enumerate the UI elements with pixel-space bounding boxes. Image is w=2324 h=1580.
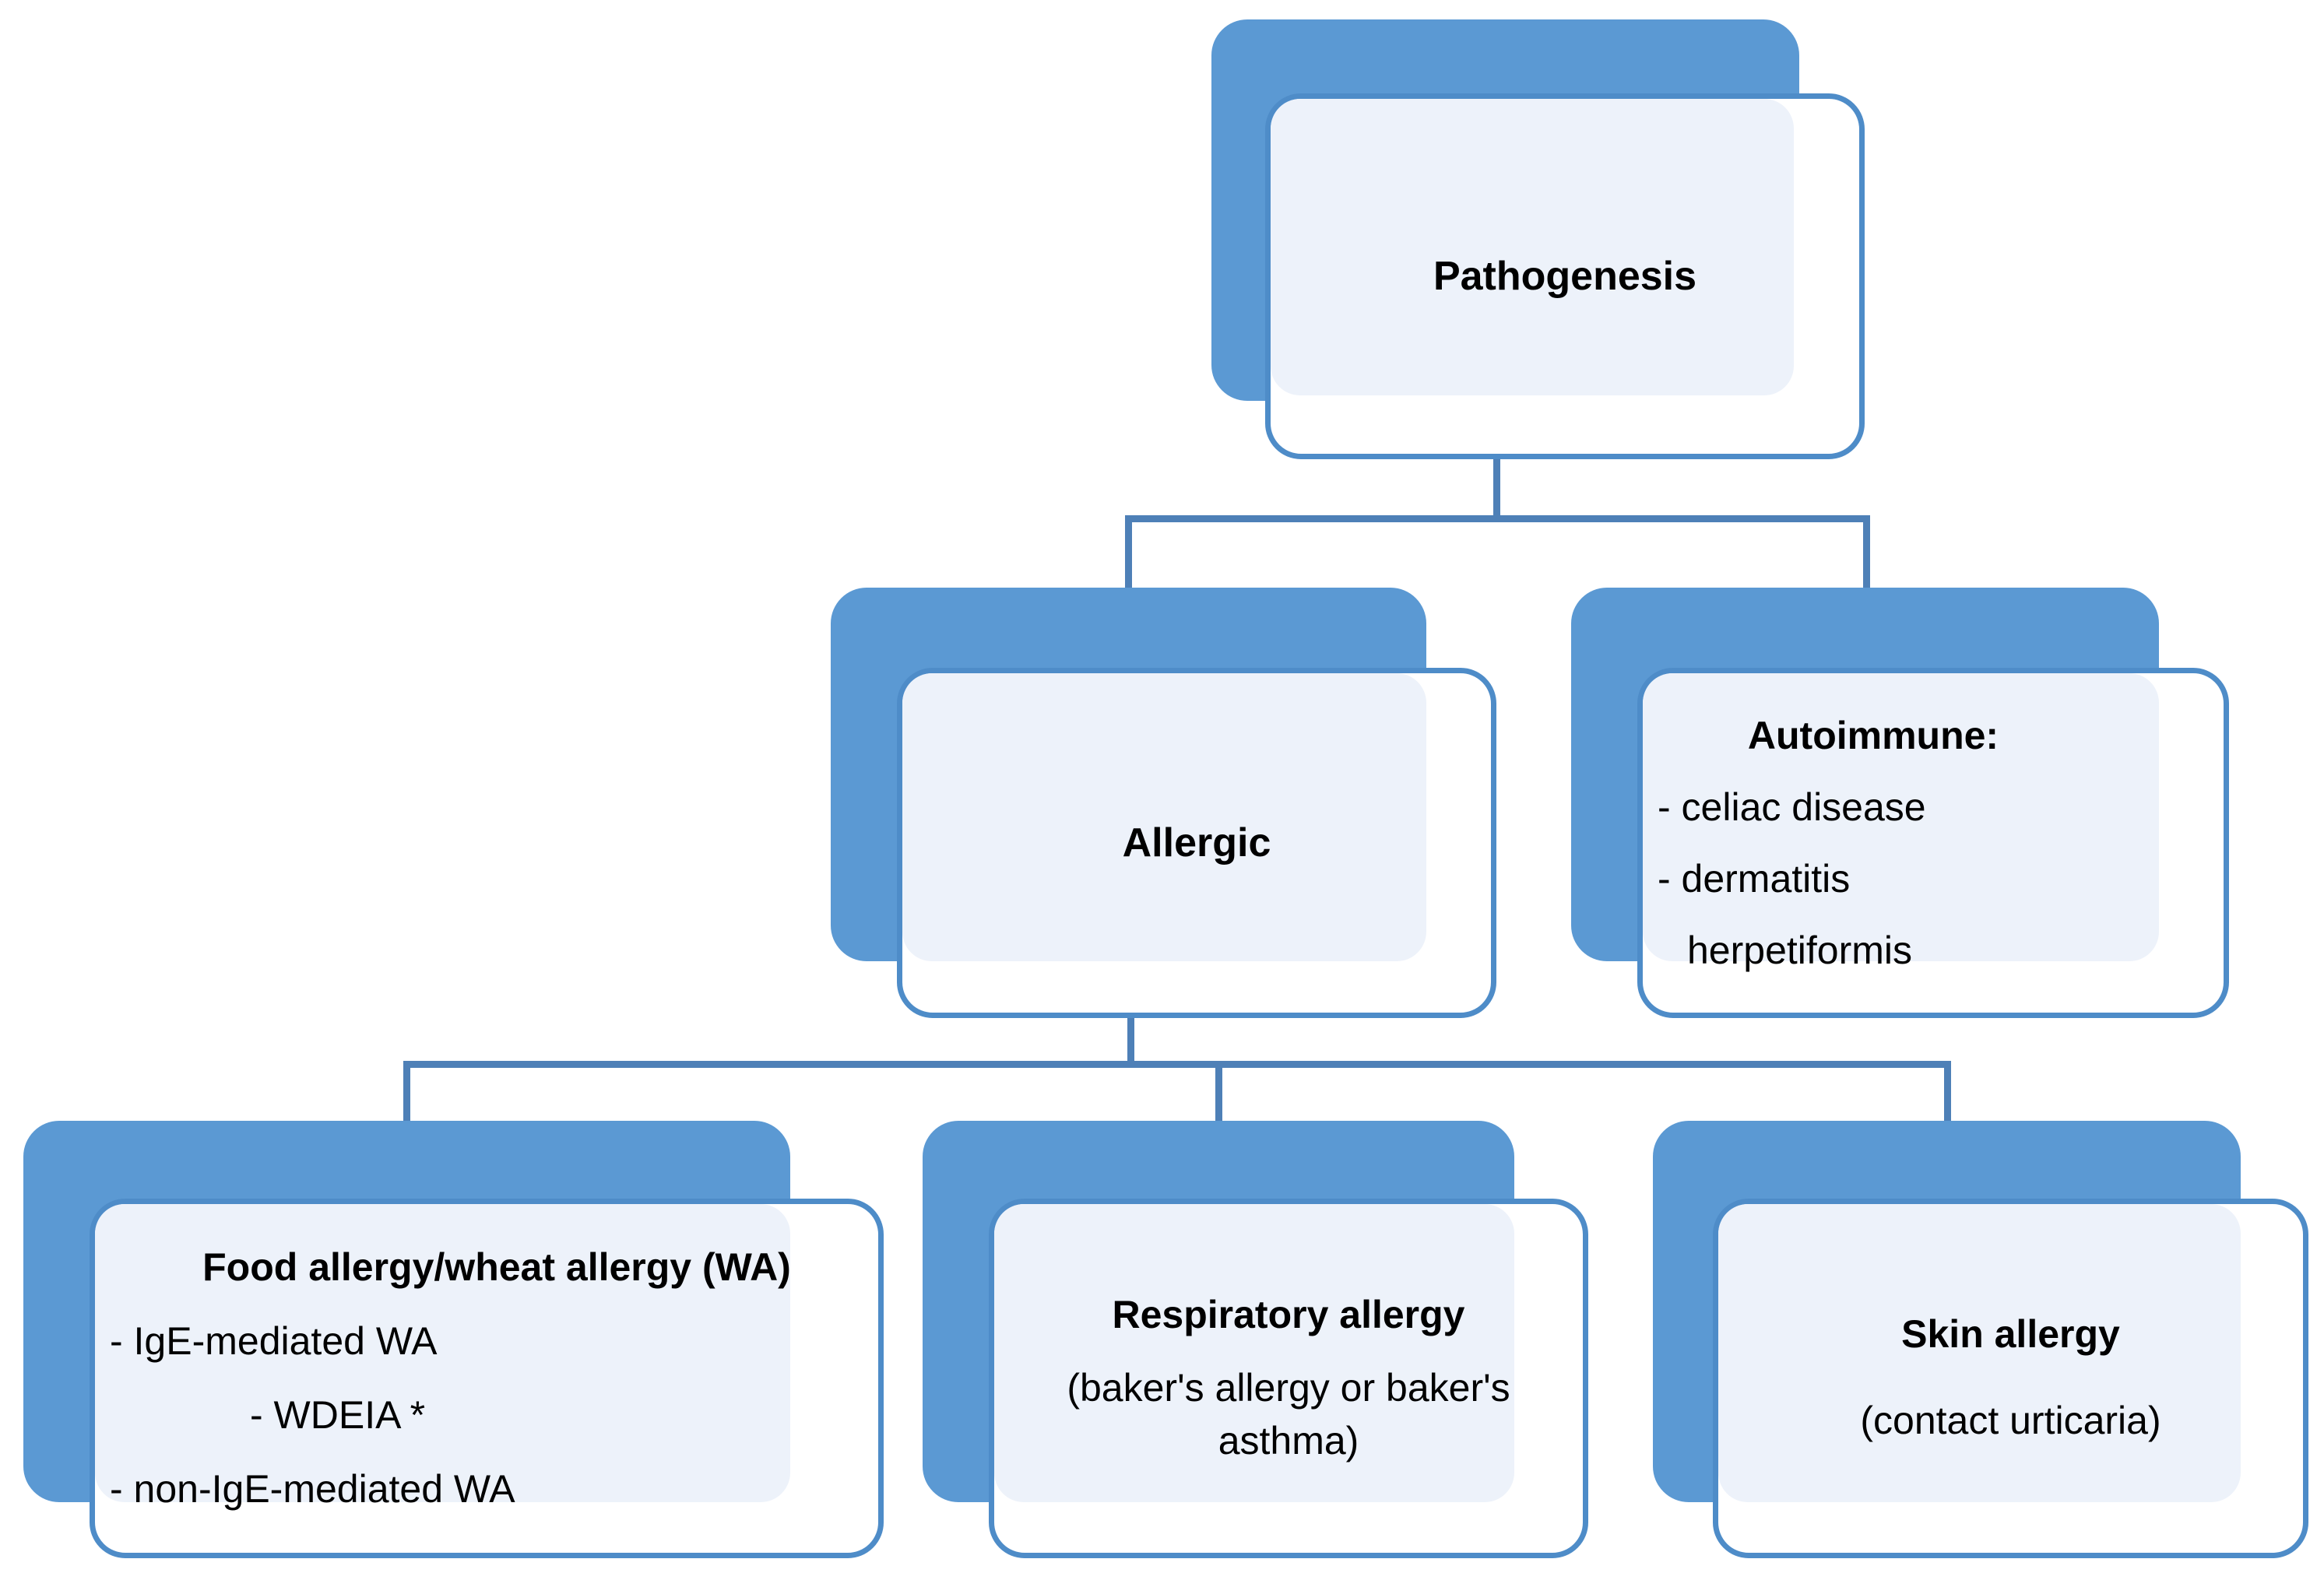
node-overlap-fill — [95, 1204, 790, 1502]
node-overlap-fill — [902, 673, 1426, 961]
node-food-allergy: Food allergy/wheat allergy (WA) - IgE-me… — [23, 1121, 884, 1559]
node-allergic: Allergic — [831, 588, 1497, 1019]
node-overlap-fill — [1643, 673, 2159, 961]
connector-to-allergic — [1125, 515, 1132, 593]
food-item-non-ige-mediated: - non-IgE-mediated WA — [110, 1467, 515, 1511]
allergic-title: Allergic — [1122, 820, 1271, 865]
node-overlap-fill — [1718, 1204, 2241, 1502]
node-label-autoimmune: Autoimmune: - celiac disease - dermatiti… — [1637, 668, 2229, 1018]
skin-note: (contact urticaria) — [1860, 1399, 2161, 1443]
food-allergy-heading: Food allergy/wheat allergy (WA) — [202, 1245, 791, 1289]
node-label-food-allergy: Food allergy/wheat allergy (WA) - IgE-me… — [90, 1199, 884, 1558]
connector-level2-horizontal — [1125, 515, 1870, 522]
node-skin-allergy: Skin allergy (contact urticaria) — [1653, 1121, 2309, 1559]
connector-to-food-allergy — [403, 1061, 410, 1129]
food-item-wdeia: - WDEIA * — [250, 1393, 426, 1437]
autoimmune-item-celiac: - celiac disease — [1658, 785, 1926, 829]
pathogenesis-title: Pathogenesis — [1433, 253, 1697, 299]
connector-level3-horizontal — [403, 1061, 1951, 1068]
autoimmune-heading: Autoimmune: — [1747, 714, 1999, 757]
autoimmune-item-dermatitis: - dermatitis — [1658, 857, 1851, 901]
node-pathogenesis: Pathogenesis — [1211, 19, 1865, 460]
skin-heading: Skin allergy — [1901, 1312, 2120, 1357]
connector-to-autoimmune — [1863, 515, 1870, 593]
node-label-skin: Skin allergy (contact urticaria) — [1713, 1199, 2308, 1558]
connector-to-skin-allergy — [1944, 1061, 1951, 1129]
node-autoimmune: Autoimmune: - celiac disease - dermatiti… — [1571, 588, 2230, 1019]
connector-root-down — [1493, 450, 1500, 522]
connector-to-respiratory-allergy — [1215, 1061, 1222, 1129]
autoimmune-item-herpetiformis: herpetiformis — [1687, 929, 1912, 972]
node-overlap-fill — [1271, 99, 1794, 395]
respiratory-heading: Respiratory allergy — [1112, 1293, 1465, 1336]
respiratory-note: (baker's allergy or baker's asthma) — [1067, 1366, 1510, 1462]
node-overlap-fill — [994, 1204, 1514, 1502]
node-label-allergic: Allergic — [897, 668, 1496, 1018]
node-label-pathogenesis: Pathogenesis — [1265, 93, 1865, 459]
node-label-respiratory: Respiratory allergy (baker's allergy or … — [989, 1199, 1588, 1558]
food-item-ige-mediated: - IgE-mediated WA — [110, 1319, 438, 1363]
connector-allergic-down — [1127, 1006, 1134, 1068]
node-respiratory-allergy: Respiratory allergy (baker's allergy or … — [923, 1121, 1589, 1559]
